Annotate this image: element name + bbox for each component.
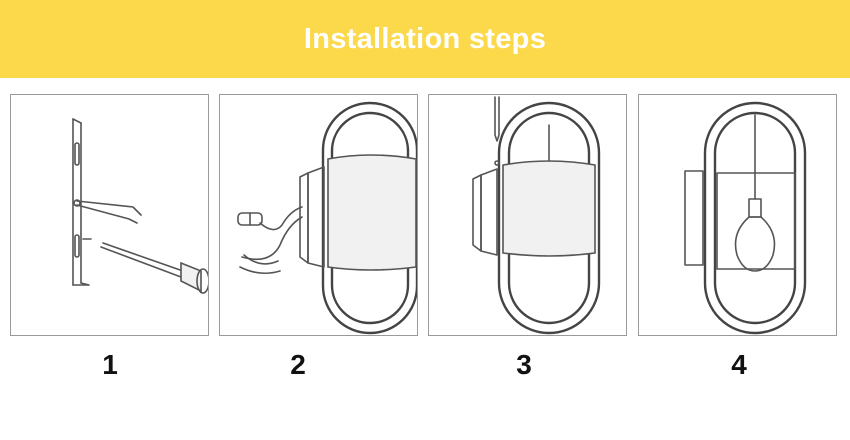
- step-3-panel: [428, 94, 627, 336]
- step-4-panel: [638, 94, 837, 336]
- step-1-panel: [10, 94, 209, 336]
- lamp-mounting-illustration: [472, 96, 601, 335]
- banner-title: Installation steps: [303, 22, 547, 55]
- bracket-screwdriver-illustration: [72, 118, 208, 294]
- title-banner: Installation steps: [0, 0, 850, 78]
- step-number-1: 1: [102, 349, 118, 380]
- lamp-wiring-illustration: [237, 101, 417, 335]
- step-number-3: 3: [516, 349, 532, 380]
- step-number-4: 4: [731, 349, 747, 380]
- lamp-bulb-illustration: [684, 101, 807, 335]
- step-2-panel: [219, 94, 418, 336]
- step-number-2: 2: [290, 349, 306, 380]
